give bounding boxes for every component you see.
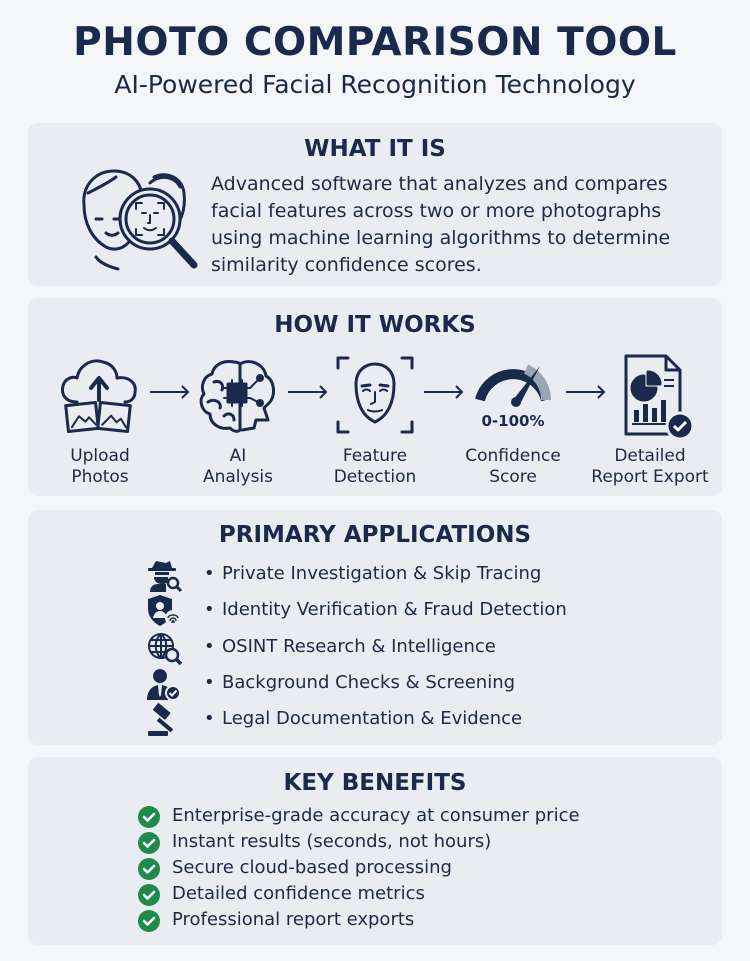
what-it-is-description: Advanced software that analyzes and comp… [211, 173, 671, 276]
list-item: Secure cloud-based processing [138, 856, 698, 882]
gauge-percent-label: 0-100% [481, 412, 545, 430]
bullet: • [204, 708, 215, 729]
check-circle-icon [138, 858, 160, 880]
globe-search-icon [148, 633, 182, 665]
how-it-works-heading: HOW IT WORKS [274, 312, 476, 338]
application-label: Identity Verification & Fraud Detection [222, 599, 567, 620]
primary-applications-heading: PRIMARY APPLICATIONS [218, 522, 532, 548]
flow-arrow-icon [566, 385, 606, 399]
bullet: • [204, 599, 215, 620]
list-item: • Private Investigation & Skip Tracing [146, 558, 706, 592]
bullet: • [204, 636, 215, 657]
benefit-label: Instant results (seconds, not hours) [172, 831, 492, 852]
face-compare-magnifier-icon [82, 169, 198, 271]
list-item: • OSINT Research & Intelligence [146, 631, 706, 665]
benefit-label: Professional report exports [172, 909, 415, 930]
list-item: • Legal Documentation & Evidence [146, 703, 706, 737]
application-label: Legal Documentation & Evidence [222, 708, 523, 729]
benefit-label: Enterprise-grade accuracy at consumer pr… [172, 805, 580, 826]
primary-applications-card: PRIMARY APPLICATIONS • Private Investiga… [28, 510, 722, 745]
page-subtitle: AI-Powered Facial Recognition Technology [114, 70, 636, 99]
gauge-icon [475, 364, 551, 407]
flow-arrow-icon [424, 385, 464, 399]
cloud-upload-photos-icon [61, 359, 137, 433]
list-item: • Background Checks & Screening [146, 667, 706, 701]
flow-arrow-icon [288, 385, 328, 399]
key-benefits-heading: KEY BENEFITS [283, 770, 467, 796]
list-item: Enterprise-grade accuracy at consumer pr… [138, 804, 698, 830]
gavel-icon [148, 703, 174, 736]
what-it-is-heading: WHAT IT IS [304, 136, 446, 162]
application-label: Background Checks & Screening [222, 672, 516, 693]
page-title: PHOTO COMPARISON TOOL [73, 20, 677, 65]
list-item: Detailed confidence metrics [138, 882, 698, 908]
application-label: Private Investigation & Skip Tracing [222, 563, 542, 584]
what-it-is-card: WHAT IT IS Advanced software that analyz… [28, 123, 722, 286]
flow-arrow-icon [150, 385, 190, 399]
key-benefits-card: KEY BENEFITS Enterprise-grade accuracy a… [28, 757, 722, 945]
shield-fingerprint-icon [148, 595, 181, 626]
check-circle-icon [138, 884, 160, 906]
detective-search-icon [148, 561, 182, 592]
benefit-label: Secure cloud-based processing [172, 857, 452, 878]
benefit-label: Detailed confidence metrics [172, 883, 425, 904]
check-circle-icon [138, 806, 160, 828]
ai-brain-chip-icon [199, 360, 275, 433]
check-circle-icon [138, 910, 160, 932]
check-circle-icon [138, 832, 160, 854]
person-check-icon [147, 669, 181, 701]
application-label: OSINT Research & Intelligence [222, 636, 496, 657]
bullet: • [204, 563, 215, 584]
list-item: Professional report exports [138, 908, 698, 934]
how-it-works-card: HOW IT WORKS 0-100% [28, 298, 722, 496]
bullet: • [204, 672, 215, 693]
list-item: • Identity Verification & Fraud Detectio… [146, 594, 706, 628]
list-item: Instant results (seconds, not hours) [138, 830, 698, 856]
face-scan-icon [336, 356, 414, 434]
report-document-icon [624, 354, 695, 440]
